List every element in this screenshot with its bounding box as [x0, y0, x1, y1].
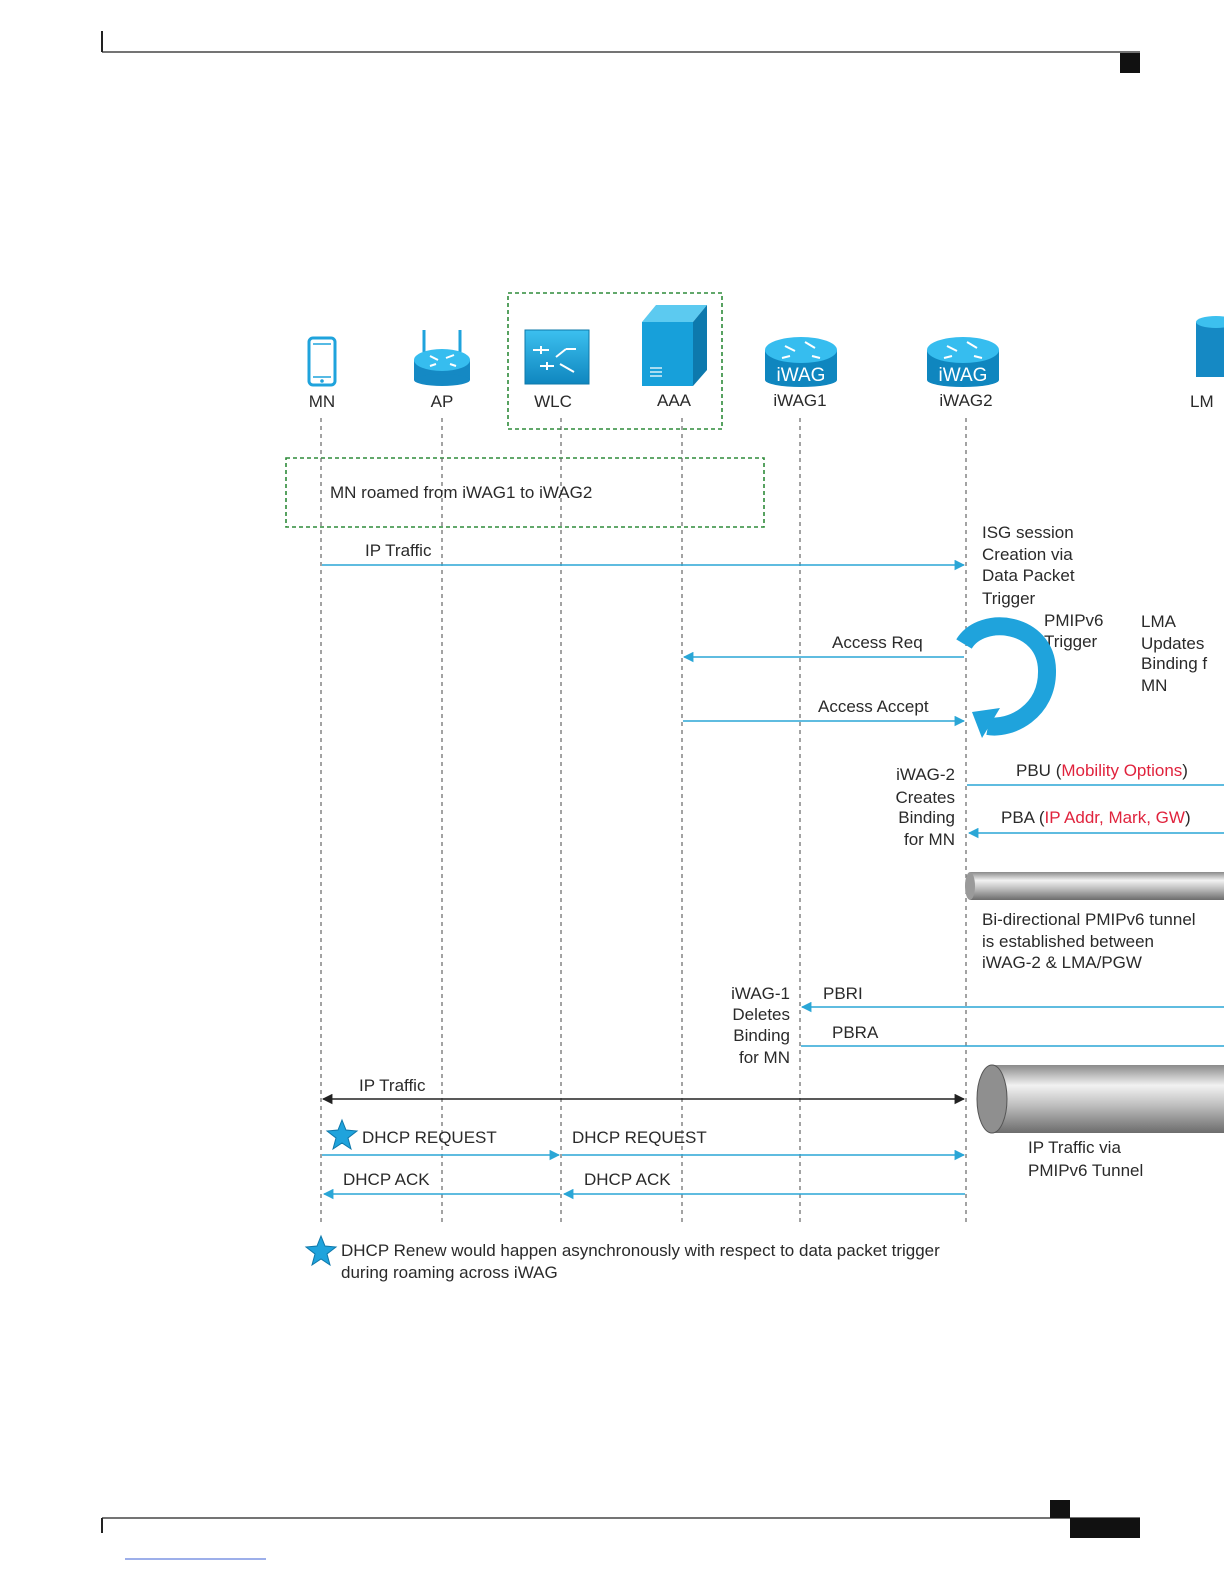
isg-note-line-4: Trigger	[982, 589, 1036, 608]
page-footer-rule	[101, 1500, 1140, 1560]
ap-label: AP	[431, 392, 454, 411]
iwag2-creates-line-1: iWAG-2	[896, 765, 955, 784]
iwag1-router-icon: iWAG	[765, 337, 837, 387]
tunnel-traffic-line-1: IP Traffic via	[1028, 1138, 1121, 1157]
dhcp-request-label-1: DHCP REQUEST	[362, 1128, 497, 1147]
aaa-label: AAA	[657, 391, 692, 410]
lma-cylinder-icon	[1196, 316, 1224, 377]
pbu-options: Mobility Options	[1061, 761, 1182, 780]
roam-note-box	[285, 457, 765, 528]
iwag1-label: iWAG1	[773, 391, 826, 410]
access-req-label: Access Req	[832, 633, 923, 652]
pbri-label: PBRI	[823, 984, 863, 1003]
iwag1-badge: iWAG	[777, 365, 826, 386]
dhcp-ack-label-1: DHCP ACK	[343, 1170, 430, 1189]
wlc-aaa-group-box	[507, 292, 723, 430]
wlc-label: WLC	[534, 392, 572, 411]
isg-note-line-3: Data Packet	[982, 566, 1075, 585]
dhcp-request-label-2: DHCP REQUEST	[572, 1128, 707, 1147]
footnote-star-icon	[304, 1234, 338, 1267]
pmipv6-tunnel-large	[976, 1064, 1224, 1134]
lma-updates-line-3: Binding f	[1141, 654, 1207, 673]
footnote-line-1: DHCP Renew would happen asynchronously w…	[341, 1241, 940, 1260]
pbra-label: PBRA	[832, 1023, 879, 1042]
pmip-trigger-line-2: Trigger	[1044, 632, 1098, 651]
phone-icon	[307, 336, 337, 387]
pbu-label: PBU (Mobility Options)	[1016, 761, 1188, 780]
wlc-switch-icon	[524, 329, 590, 385]
lma-label: LM	[1190, 392, 1214, 411]
iwag2-router-icon: iWAG	[927, 337, 999, 387]
isg-note-line-1: ISG session	[982, 523, 1074, 542]
iwag1-deletes-line-3: Binding	[733, 1026, 790, 1045]
iwag2-label: iWAG2	[939, 391, 992, 410]
iwag1-deletes-line-4: for MN	[739, 1048, 790, 1067]
ip-traffic-label-1: IP Traffic	[365, 541, 432, 560]
pbu-text: PBU	[1016, 761, 1051, 780]
tunnel-desc-line-3: iWAG-2 & LMA/PGW	[982, 953, 1142, 972]
pba-options: IP Addr, Mark, GW	[1044, 808, 1184, 827]
tunnel-desc-line-1: Bi-directional PMIPv6 tunnel	[982, 910, 1196, 929]
access-point-icon	[414, 330, 470, 386]
footnote-line-2: during roaming across iWAG	[341, 1263, 558, 1282]
pba-text: PBA	[1001, 808, 1036, 827]
page-header-rule	[101, 31, 1140, 73]
iwag1-deletes-line-2: Deletes	[732, 1005, 790, 1024]
star-icon	[325, 1118, 359, 1151]
iwag2-creates-line-3: Binding	[898, 808, 955, 827]
isg-note-line-2: Creation via	[982, 545, 1073, 564]
iwag1-deletes-line-1: iWAG-1	[731, 984, 790, 1003]
server-icon	[642, 305, 707, 386]
lma-updates-line-4: MN	[1141, 676, 1167, 695]
mn-label: MN	[309, 392, 335, 411]
lma-updates-line-1: LMA	[1141, 612, 1177, 631]
access-accept-label: Access Accept	[818, 697, 929, 716]
dhcp-ack-label-2: DHCP ACK	[584, 1170, 671, 1189]
iwag2-badge: iWAG	[939, 365, 988, 386]
iwag2-creates-line-4: for MN	[904, 830, 955, 849]
ip-traffic-label-2: IP Traffic	[359, 1076, 426, 1095]
iwag2-creates-line-2: Creates	[895, 788, 955, 807]
tunnel-traffic-line-2: PMIPv6 Tunnel	[1028, 1161, 1143, 1180]
pmip-trigger-loop-icon	[956, 617, 1057, 738]
lma-updates-line-2: Updates	[1141, 634, 1204, 653]
pba-label: PBA (IP Addr, Mark, GW)	[1001, 808, 1191, 827]
pmip-trigger-line-1: PMIPv6	[1044, 611, 1104, 630]
roam-note: MN roamed from iWAG1 to iWAG2	[330, 483, 592, 502]
pmipv6-tunnel-pipe	[965, 872, 1224, 900]
tunnel-desc-line-2: is established between	[982, 932, 1154, 951]
